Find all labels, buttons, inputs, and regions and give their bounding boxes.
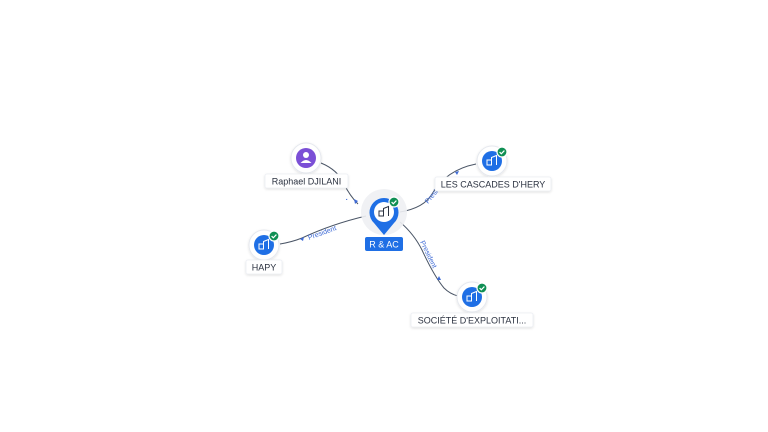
node-hapy-label-box <box>245 259 283 275</box>
edge-label-societe: President <box>418 240 437 270</box>
node-raphael[interactable]: Raphael DJILANI <box>264 142 349 189</box>
center-node[interactable]: R & AC <box>361 189 407 251</box>
edge-arrow-societe <box>437 276 441 280</box>
edge-label-hapy: President <box>307 225 337 242</box>
edge-arrow-cascades <box>455 171 459 175</box>
edge-center-to-cascades <box>399 163 477 213</box>
person-icon <box>296 148 316 168</box>
verified-badge-icon <box>476 282 488 294</box>
node-cascades-label-box <box>434 176 552 192</box>
company-icon <box>378 205 389 217</box>
company-icon <box>486 154 497 166</box>
node-raphael-label-box <box>264 173 349 189</box>
center-node-label: R & AC <box>369 240 399 250</box>
verified-badge-icon <box>496 146 508 158</box>
edges <box>279 162 477 297</box>
center-node-label-box <box>365 237 403 251</box>
node-cascades[interactable]: LES CASCADES D'HERY <box>434 145 552 192</box>
node-hapy[interactable]: HAPY <box>245 229 283 275</box>
node-societe-label: SOCIÉTÉ D'EXPLOITATI... <box>418 316 526 326</box>
node-societe-label-box <box>410 312 534 328</box>
node-societe[interactable]: SOCIÉTÉ D'EXPLOITATI... <box>410 281 534 328</box>
verified-badge-icon <box>388 196 400 208</box>
verified-badge-icon <box>268 230 280 242</box>
company-icon <box>258 238 269 250</box>
node-hapy-label: HAPY <box>252 263 277 273</box>
edge-arrow-raphael <box>354 199 358 204</box>
edge-center-to-societe <box>399 221 459 297</box>
company-icon <box>466 290 477 302</box>
node-raphael-label: Raphael DJILANI <box>272 177 342 187</box>
edge-arrow-hapy <box>300 237 304 241</box>
node-cascades-label: LES CASCADES D'HERY <box>441 180 546 190</box>
